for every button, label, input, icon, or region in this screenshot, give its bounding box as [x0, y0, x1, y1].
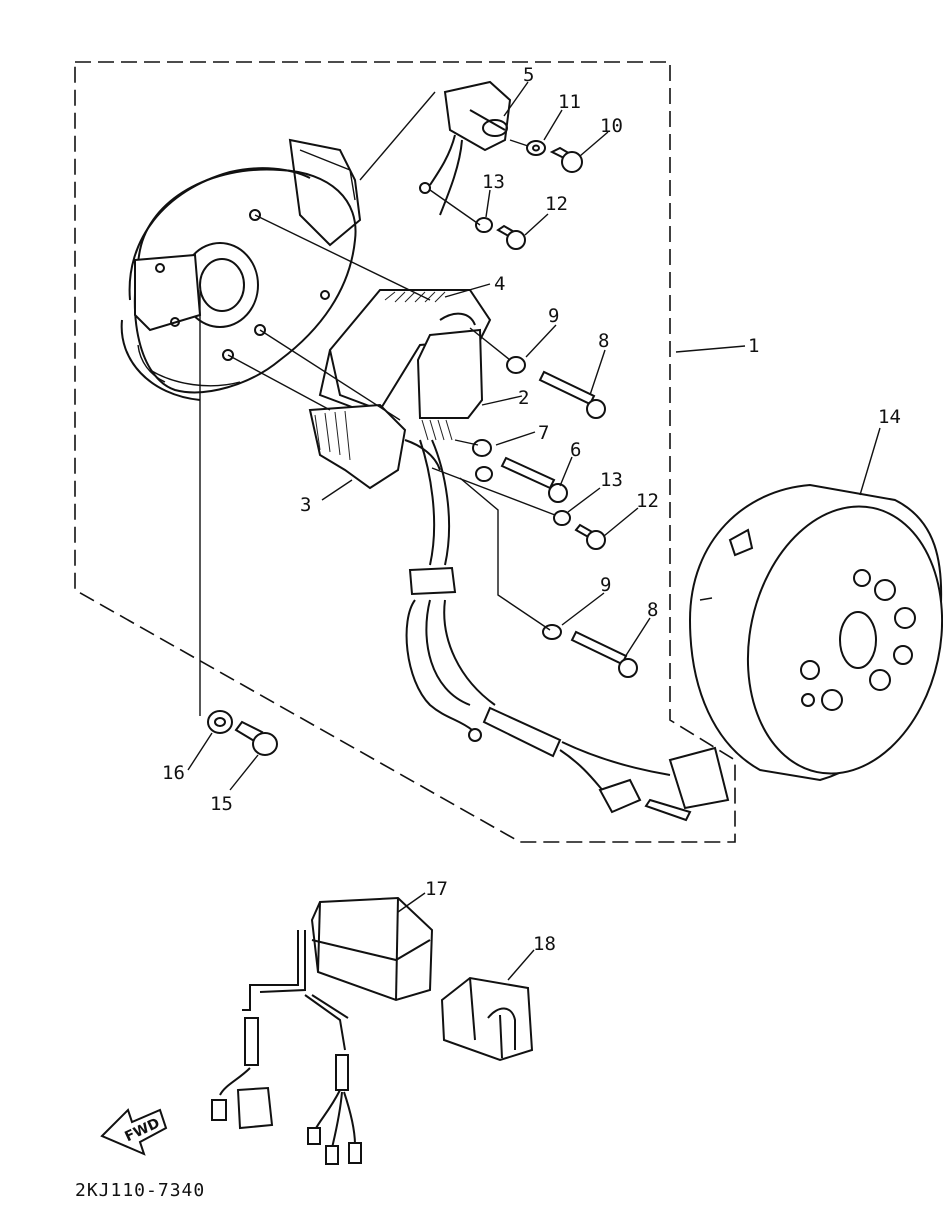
- callout-15: 15: [210, 793, 233, 815]
- part-code: 2KJ110-7340: [75, 1180, 205, 1201]
- callout-16: 16: [162, 762, 185, 784]
- screw-10: [549, 146, 583, 173]
- washer-16: [207, 710, 233, 734]
- callout-11: 11: [558, 91, 581, 113]
- cdi-unit: [211, 896, 434, 1165]
- callout-17: 17: [425, 878, 448, 900]
- callout-9-upper: 9: [548, 305, 559, 327]
- callout-8-upper: 8: [598, 330, 609, 352]
- bolt-6: [500, 456, 568, 503]
- callout-13-top: 13: [482, 171, 505, 193]
- callout-13-mid: 13: [600, 469, 623, 491]
- callout-8-lower: 8: [647, 599, 658, 621]
- callout-4: 4: [494, 273, 505, 295]
- callout-7: 7: [538, 422, 549, 444]
- washer-11: [526, 140, 546, 156]
- callout-12-mid: 12: [636, 490, 659, 512]
- callout-5: 5: [523, 64, 534, 86]
- callout-3: 3: [300, 494, 311, 516]
- callout-10: 10: [600, 115, 623, 137]
- pickup-coil: [419, 80, 512, 216]
- callout-18: 18: [533, 933, 556, 955]
- bolt-8-upper: [538, 370, 606, 419]
- bolt-15: [234, 720, 278, 756]
- washer-13-top: [475, 217, 493, 233]
- washer-13-mid: [553, 510, 571, 526]
- callout-9-lower: 9: [600, 574, 611, 596]
- washer-9-upper: [506, 356, 526, 374]
- forward-direction-arrow: FWD: [100, 1108, 168, 1156]
- callout-leaders: [187, 81, 881, 981]
- callout-1: 1: [748, 335, 759, 357]
- lighting-coil-2: [416, 328, 484, 441]
- callout-2: 2: [518, 387, 529, 409]
- screw-12-mid: [574, 523, 606, 550]
- assembly-boundary: [74, 61, 736, 843]
- screw-12-top: [496, 224, 526, 250]
- stator-base-plate: [120, 138, 362, 401]
- alignment-lines: [199, 91, 556, 716]
- flywheel-rotor: [688, 483, 943, 782]
- cdi-bracket: [440, 976, 534, 1062]
- callout-14: 14: [878, 406, 901, 428]
- callout-numbers: 1 2 3 4 5 6 7 8 8 9 9 10 11 12 12 13 13 …: [162, 64, 901, 955]
- callout-12-top: 12: [545, 193, 568, 215]
- wiring-harness: [405, 439, 730, 822]
- washer-7: [472, 439, 493, 482]
- callout-6: 6: [570, 439, 581, 461]
